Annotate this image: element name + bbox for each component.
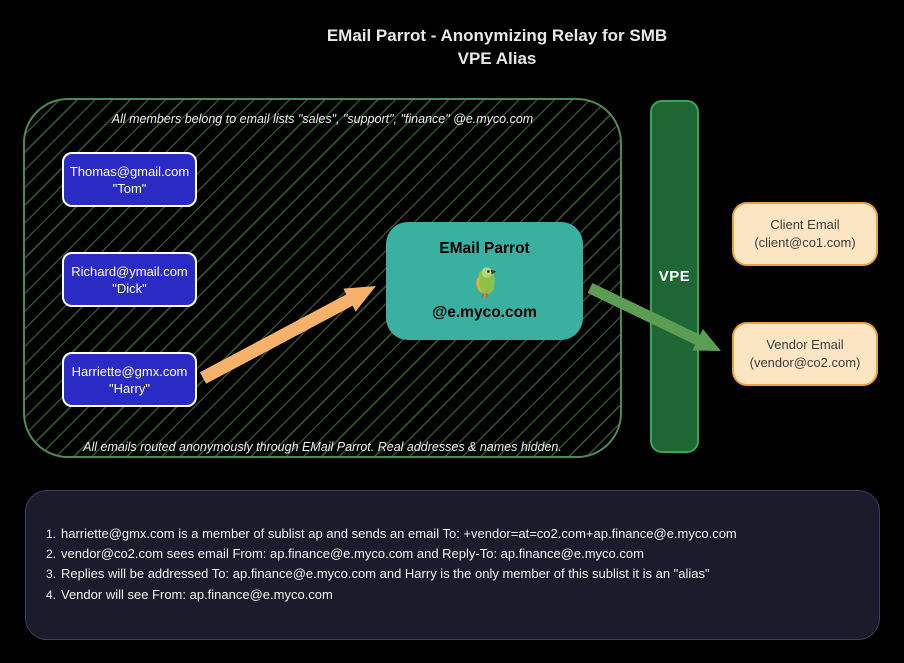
vendor-email-box: Vendor Email (vendor@co2.com) — [732, 322, 878, 386]
note-number: 1. — [45, 527, 56, 541]
note-row-2: 2. vendor@co2.com sees email From: ap.fin… — [43, 544, 873, 564]
note-text: vendor@co2.com sees email From: ap.finan… — [61, 546, 644, 562]
note-row-1: 1. harriette@gmx.com is a member of subli… — [43, 524, 873, 544]
note-number: 3. — [45, 567, 56, 582]
member-alias: "Harry" — [108, 380, 150, 396]
member-alias: "Tom" — [112, 180, 147, 196]
member-email: Thomas@gmail.com — [69, 163, 190, 179]
notes-panel — [25, 490, 880, 640]
note-number: 4. — [45, 587, 56, 602]
page-title-line2: VPE Alias — [457, 49, 537, 68]
email-parrot-box: EMail Parrot @e.myco.com — [386, 222, 583, 340]
note-text: harriette@gmx.com is a member of sublist… — [61, 526, 737, 541]
note-text: Vendor will see From: ap.finance@e.myco.… — [61, 586, 333, 602]
vendor-email-title: Vendor Email — [766, 337, 844, 352]
member-box-richard: Richard@ymail.com "Dick" — [62, 252, 197, 307]
client-email-box: Client Email (client@co1.com) — [732, 202, 878, 266]
notes-list: 1. harriette@gmx.com is a member of subli… — [43, 524, 873, 605]
note-row-4: 4. Vendor will see From: ap.finance@e.myc… — [43, 585, 873, 605]
member-box-harriette: Harriette@gmx.com "Harry" — [62, 352, 197, 407]
member-alias: "Dick" — [112, 280, 147, 296]
member-email: Harriette@gmx.com — [71, 363, 188, 379]
page-title-line1: EMail Parrot - Anonymizing Relay for SMB — [326, 26, 668, 45]
parrot-icon — [475, 267, 496, 299]
relay-group-bottom-note: All emails routed anonymously through EM… — [83, 440, 562, 454]
client-email-title: Client Email — [770, 217, 840, 232]
client-email-address: (client@co1.com) — [754, 235, 856, 250]
email-parrot-domain: @e.myco.com — [432, 304, 537, 321]
vendor-email-address: (vendor@co2.com) — [749, 355, 861, 370]
relay-group-top-note: All members belong to email lists "sales… — [111, 112, 534, 126]
note-text: Replies will be addressed To: ap.finance… — [61, 566, 710, 582]
note-row-3: 3. Replies will be addressed To: ap.finan… — [43, 564, 873, 584]
note-number: 2. — [45, 547, 56, 562]
email-parrot-name: EMail Parrot — [439, 240, 530, 257]
member-email: Richard@ymail.com — [71, 263, 188, 279]
vpe-label: VPE — [658, 268, 691, 285]
vpe-bar: VPE — [650, 100, 699, 453]
page-title: EMail Parrot - Anonymizing Relay for SMB… — [0, 24, 904, 70]
member-box-thomas: Thomas@gmail.com "Tom" — [62, 152, 197, 207]
